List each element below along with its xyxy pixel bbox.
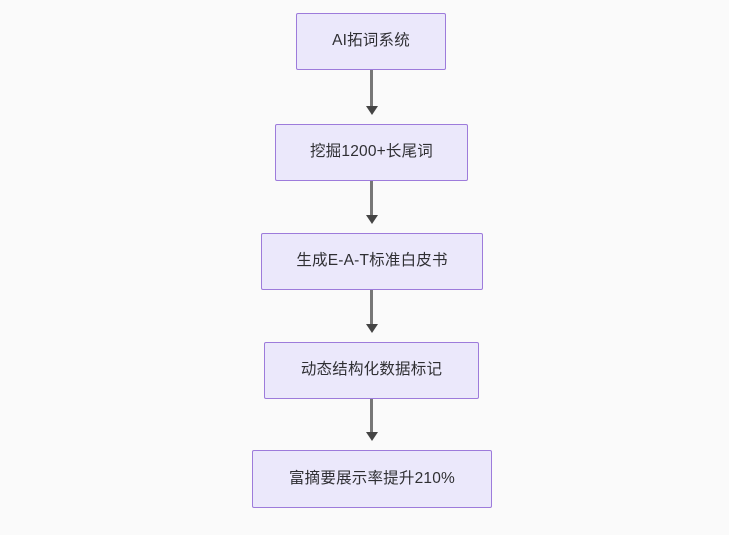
flow-node-rich-snippet-impression-lift[interactable]: 富摘要展示率提升210% bbox=[252, 450, 492, 508]
edge-n3-n4 bbox=[370, 290, 373, 325]
flow-node-mine-longtail-keywords[interactable]: 挖掘1200+长尾词 bbox=[275, 124, 468, 181]
edge-n1-n2 bbox=[370, 70, 373, 107]
edge-n2-n3 bbox=[370, 181, 373, 216]
flow-node-label: AI拓词系统 bbox=[332, 32, 410, 50]
edge-n4-n5 bbox=[370, 399, 373, 433]
edge-n3-n4-arrowhead bbox=[365, 324, 378, 333]
flow-node-label: 富摘要展示率提升210% bbox=[288, 469, 456, 487]
edge-n1-n2-arrowhead bbox=[365, 106, 378, 115]
edge-n2-n3-arrowhead bbox=[365, 215, 378, 224]
flow-node-generate-eat-whitepaper[interactable]: 生成E-A-T标准白皮书 bbox=[261, 233, 483, 290]
flow-node-label: 动态结构化数据标记 bbox=[300, 361, 443, 379]
edge-n4-n5-arrowhead bbox=[365, 432, 378, 441]
flow-node-label: 挖掘1200+长尾词 bbox=[309, 143, 434, 161]
flow-node-dynamic-structured-data-markup[interactable]: 动态结构化数据标记 bbox=[264, 342, 479, 399]
flow-node-label: 生成E-A-T标准白皮书 bbox=[296, 252, 448, 270]
flow-node-ai-keyword-system[interactable]: AI拓词系统 bbox=[296, 13, 446, 70]
